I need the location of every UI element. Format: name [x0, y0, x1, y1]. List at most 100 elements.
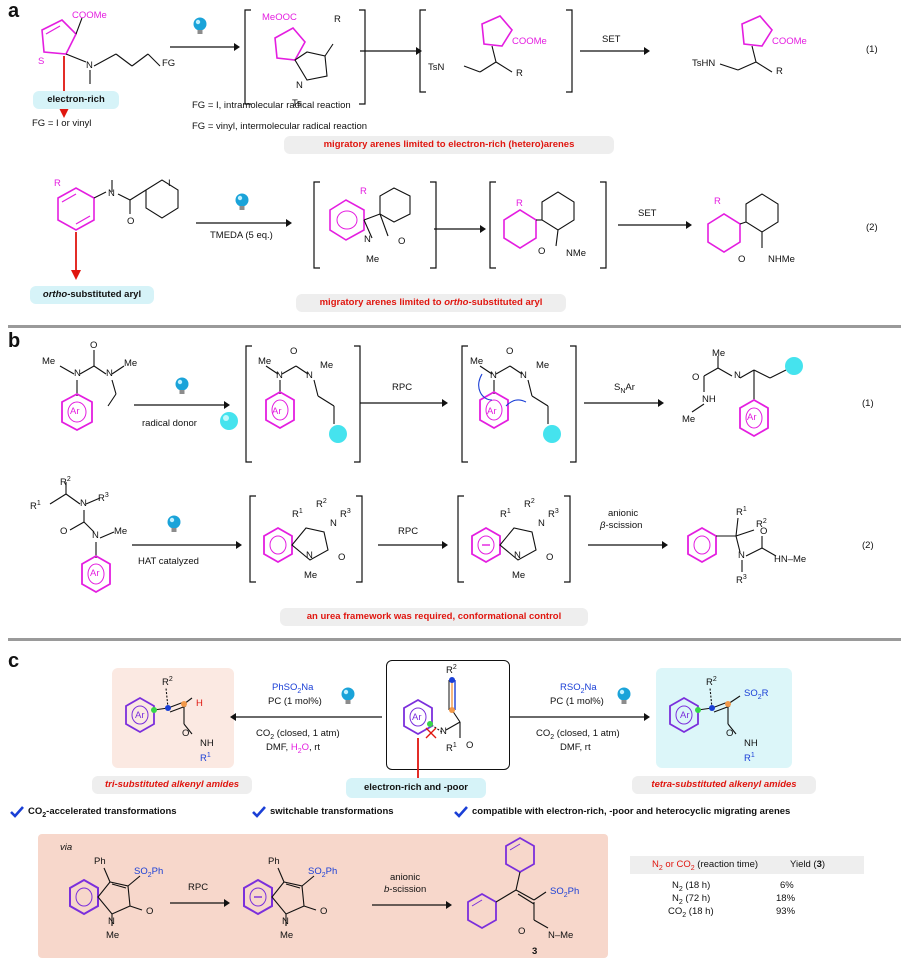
- substrate-box: [386, 660, 510, 770]
- center-o: O: [466, 740, 474, 751]
- b2-int2-o: O: [546, 552, 554, 563]
- b1-prod-n: N: [734, 370, 741, 381]
- benzamide-substrate-a2: [57, 179, 179, 280]
- check-text-2: switchable transformations: [270, 806, 394, 817]
- center-n: N: [440, 726, 447, 737]
- tetra-substituted-product: [669, 687, 741, 735]
- reaction-arrow-b1-1: [134, 401, 230, 409]
- b2-int1-o: O: [338, 552, 346, 563]
- chip-ortho-italic: ortho: [42, 289, 68, 300]
- product-a1: [719, 15, 773, 73]
- via-so2ph2: SO2Ph: [308, 866, 338, 879]
- b1-o: O: [90, 340, 98, 351]
- spiro-anion-intermediate: [243, 867, 317, 926]
- beta-italic: β: [600, 520, 606, 531]
- table-row-yield: 93%: [776, 906, 796, 917]
- b2-prod-o: O: [760, 526, 768, 537]
- via-b-italic: b: [384, 884, 390, 895]
- rpc-label-b1: RPC: [392, 382, 413, 393]
- mechanism-box: [38, 834, 608, 958]
- tetra-r2: R2: [706, 676, 717, 689]
- a2-r: R: [54, 178, 61, 189]
- panel-label-b: b: [8, 330, 21, 352]
- table-row-cond: CO2 (18 h): [668, 906, 714, 919]
- b1-int2-n1: N: [490, 370, 497, 381]
- prod3-so2ph: SO2Ph: [550, 886, 580, 899]
- reaction-arrow-a2-2: [434, 225, 486, 233]
- b2-int1-n2: N: [306, 550, 313, 561]
- reaction-arrow-b1-2: [360, 399, 448, 407]
- light-bulb-icon: [167, 515, 181, 532]
- reaction-arrow-via-1: [170, 899, 230, 907]
- compound-number: 3: [532, 946, 538, 957]
- a2-int1-me: Me: [366, 254, 380, 265]
- b2-int1-n1: N: [330, 518, 337, 529]
- ester-label: COOMe: [72, 10, 107, 21]
- a2-int1-n: N: [364, 234, 371, 245]
- label-tetra-substituted: tetra-substituted alkenyl amides: [632, 776, 816, 794]
- b1-int1-o: O: [290, 346, 298, 357]
- reaction-arrow-b2-3: [588, 541, 668, 549]
- chip-ortho-substituted: ortho-substituted aryl: [30, 286, 154, 304]
- b2-n1: N: [80, 498, 87, 509]
- fg-note: FG = I or vinyl: [32, 118, 92, 129]
- b2-ar: Ar: [90, 568, 100, 579]
- reaction-arrow-b2-1: [132, 541, 242, 549]
- b1-ar: Ar: [70, 406, 80, 417]
- right-solvent: DMF, rt: [560, 742, 591, 753]
- eq-label-b2: (2): [862, 540, 874, 551]
- prod-tsnh: TsHN: [692, 58, 716, 69]
- b2-int1-r1: R1: [292, 508, 303, 521]
- tri-r1: R1: [200, 752, 211, 765]
- reaction-arrow-b2-2: [378, 541, 448, 549]
- tri-h: H: [196, 698, 203, 709]
- right-co2: CO2 (closed, 1 atm): [536, 728, 620, 741]
- product-b2: [687, 517, 777, 572]
- a2-o: O: [127, 216, 135, 227]
- b1-int1-n2: N: [306, 370, 313, 381]
- int2-r: R: [516, 68, 523, 79]
- int1-ester: MeOOC: [262, 12, 297, 23]
- bracket-a1-int1: [244, 9, 366, 105]
- int1-n: N: [296, 80, 303, 91]
- a2-int2-r: R: [516, 198, 523, 209]
- right-reagent: RSO2Na: [560, 682, 597, 695]
- int1-ts: Ts: [292, 98, 302, 109]
- int2-ester: COOMe: [512, 36, 547, 47]
- bracket-a1-int2: [419, 9, 573, 93]
- tetra-label-text: tetra-substituted alkenyl amides: [651, 779, 797, 790]
- bracket-b2-int2: [457, 495, 571, 583]
- center-r2: R2: [446, 664, 457, 677]
- hat-label: HAT catalyzed: [138, 556, 199, 567]
- spiro-radical-intermediate: [69, 867, 143, 926]
- a2-prod-r: R: [714, 196, 721, 207]
- anionic-label-b2: anionic: [608, 508, 639, 519]
- chip-electron-rich-and-poor: electron-rich and -poor: [346, 778, 486, 798]
- tmeda-label: TMEDA (5 eq.): [210, 230, 273, 241]
- b2-int2-n2: N: [514, 550, 521, 561]
- note-fg-iodo: FG = I, intramolecular radical reaction: [192, 100, 351, 111]
- check-icon: [252, 806, 266, 818]
- eq-label-a1: (1): [866, 44, 878, 55]
- int1-r: R: [334, 14, 341, 25]
- via-ph2: Ph: [268, 856, 280, 867]
- tetra-substituted-product-box: [656, 668, 792, 768]
- reaction-arrow-a2-1: [196, 219, 292, 227]
- prod3-nme: N–Me: [548, 930, 574, 941]
- a2-int1-o: O: [398, 236, 406, 247]
- bracket-a2-int1: [313, 181, 437, 269]
- banner-a2: migratory arenes limited to ortho-substi…: [296, 294, 566, 312]
- sulfur-label: S: [38, 56, 45, 67]
- chip-ortho-rest: -substituted aryl: [67, 289, 142, 300]
- b2-int2-r1: R1: [500, 508, 511, 521]
- tetra-so2r: SO2R: [744, 688, 769, 701]
- beta-scission-label-b2: β-scission: [600, 520, 643, 531]
- b1-int1-n1: N: [276, 370, 283, 381]
- tetra-ar: Ar: [680, 710, 690, 721]
- b1-prod-o: O: [692, 372, 700, 383]
- check-text-3: compatible with electron-rich, -poor and…: [472, 806, 791, 817]
- tri-o: O: [182, 728, 190, 739]
- b2-n2: N: [92, 530, 99, 541]
- label-tri-substituted: tri-substituted alkenyl amides: [92, 776, 252, 794]
- right-pc: PC (1 mol%): [550, 696, 604, 707]
